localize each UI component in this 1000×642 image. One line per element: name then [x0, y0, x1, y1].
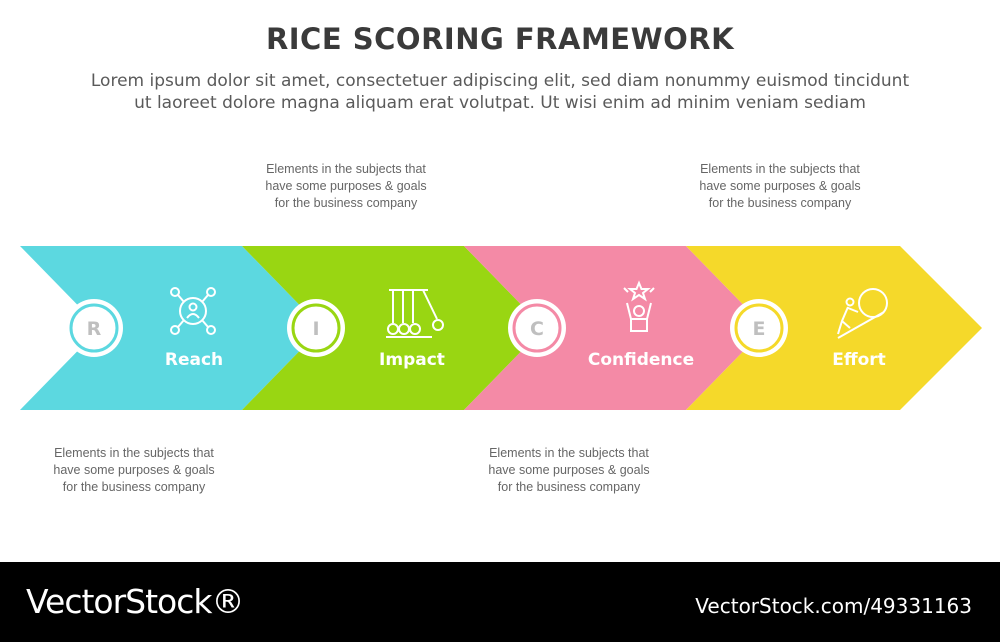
- person-star-icon: [623, 280, 655, 332]
- chevron-segment-impact: [242, 246, 544, 410]
- subtitle-line: Lorem ipsum dolor sit amet, consectetuer…: [90, 71, 910, 91]
- step-label-impact: Impact: [379, 350, 445, 370]
- step-note-reach: Elements in the subjects that have some …: [53, 446, 215, 494]
- subtitle-line: ut laoreet dolore magna aliquam erat vol…: [134, 93, 866, 113]
- step-note-impact: Elements in the subjects that have some …: [265, 162, 427, 210]
- svg-text:E: E: [753, 318, 766, 340]
- page-title: RICE SCORING FRAMEWORK: [265, 22, 735, 56]
- newtons-cradle-icon: [386, 289, 444, 338]
- svg-text:C: C: [530, 318, 544, 340]
- letter-circle-reach: R: [65, 299, 123, 357]
- step-label-confidence: Confidence: [588, 350, 694, 370]
- network-user-icon: [170, 287, 216, 335]
- subtitle: Lorem ipsum dolor sit amet, consectetuer…: [40, 70, 960, 114]
- step-label-reach: Reach: [165, 350, 223, 370]
- vectorstock-logo: VectorStock®: [26, 582, 244, 621]
- step-label-effort: Effort: [832, 350, 886, 370]
- rice-arrow-diagram: R I C E: [20, 246, 982, 410]
- step-note-effort: Elements in the subjects that have some …: [699, 162, 861, 210]
- image-id: VectorStock.com/49331163: [695, 594, 972, 618]
- pushing-boulder-icon: [837, 288, 888, 339]
- svg-text:I: I: [312, 318, 319, 340]
- chevron-segment-confidence: [464, 246, 766, 410]
- chevron-segment-effort: [686, 246, 982, 410]
- footer-bar: VectorStock® VectorStock.com/49331163: [0, 562, 1000, 642]
- letter-circle-impact: I: [287, 299, 345, 357]
- step-note-confidence: Elements in the subjects that have some …: [488, 446, 650, 494]
- svg-text:R: R: [87, 318, 102, 340]
- letter-circle-effort: E: [730, 299, 788, 357]
- letter-circle-confidence: C: [508, 299, 566, 357]
